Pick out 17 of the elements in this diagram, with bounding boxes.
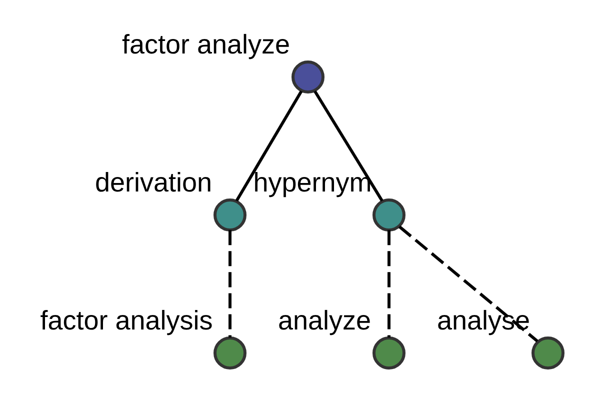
node-label: hypernym xyxy=(252,168,372,198)
node-label: factor analyze xyxy=(121,30,290,60)
node-circle xyxy=(213,198,246,232)
node-circle xyxy=(213,336,246,370)
connector xyxy=(387,230,390,338)
node-label: analyze xyxy=(277,306,371,336)
connector xyxy=(313,90,383,202)
connector xyxy=(398,226,538,342)
node-circle xyxy=(291,60,324,94)
connector xyxy=(234,90,302,202)
node-label: analyse xyxy=(436,306,530,336)
node-label: factor analysis xyxy=(40,306,212,336)
node-circle xyxy=(531,336,564,370)
connector xyxy=(228,230,231,338)
node-label: derivation xyxy=(94,168,212,198)
node-circle xyxy=(372,336,405,370)
node-circle xyxy=(372,198,405,232)
